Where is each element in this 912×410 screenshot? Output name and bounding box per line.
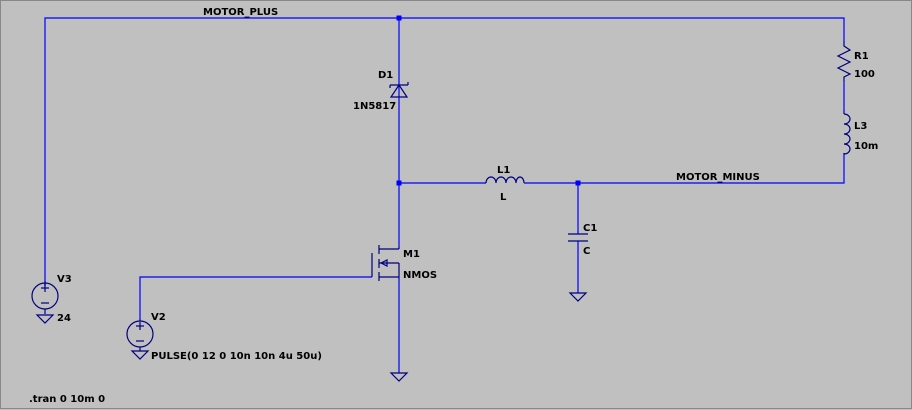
net-label-motor-minus: MOTOR_MINUS	[676, 172, 760, 183]
ground-v3	[35, 314, 55, 324]
junctions	[396, 15, 581, 186]
v3-ref: V3	[57, 274, 72, 285]
r1-ref: R1	[854, 51, 869, 62]
junction-dot	[396, 180, 402, 186]
l3-ref: L3	[854, 121, 867, 132]
ground-m1	[389, 372, 409, 382]
c1-value: C	[583, 246, 590, 257]
junction-dot	[575, 180, 581, 186]
voltage-source-v3[interactable]	[31, 281, 59, 314]
inductor-l3[interactable]	[843, 111, 851, 155]
l1-ref: L1	[497, 165, 510, 176]
spice-directive[interactable]: .tran 0 10m 0	[29, 394, 105, 405]
wire-gate[interactable]	[139, 276, 372, 319]
v3-value: 24	[57, 313, 71, 324]
c1-ref: C1	[583, 223, 597, 234]
wires	[44, 17, 845, 373]
voltage-source-v2[interactable]	[126, 319, 154, 351]
m1-ref: M1	[403, 249, 420, 260]
d1-value: 1N5817	[353, 101, 396, 112]
v2-ref: V2	[151, 312, 166, 323]
wire-motor-minus[interactable]	[578, 153, 845, 184]
junction-dot	[396, 15, 402, 21]
r1-value: 100	[854, 69, 875, 80]
d1-ref: D1	[378, 70, 393, 81]
diode-d1[interactable]	[389, 81, 409, 101]
nmos-m1[interactable]	[371, 245, 400, 281]
l1-value: L	[500, 192, 507, 203]
wire-motor-plus[interactable]	[44, 17, 845, 286]
l3-value: 10m	[854, 141, 878, 152]
capacitor-c1[interactable]	[568, 233, 588, 242]
ground-c1	[568, 292, 588, 302]
inductor-l1[interactable]	[484, 176, 525, 184]
resistor-r1[interactable]	[836, 41, 852, 81]
net-label-motor-plus: MOTOR_PLUS	[203, 7, 278, 18]
v2-value: PULSE(0 12 0 10n 10n 4u 50u)	[151, 351, 322, 362]
m1-value: NMOS	[403, 270, 437, 281]
ground-v2	[130, 350, 150, 360]
